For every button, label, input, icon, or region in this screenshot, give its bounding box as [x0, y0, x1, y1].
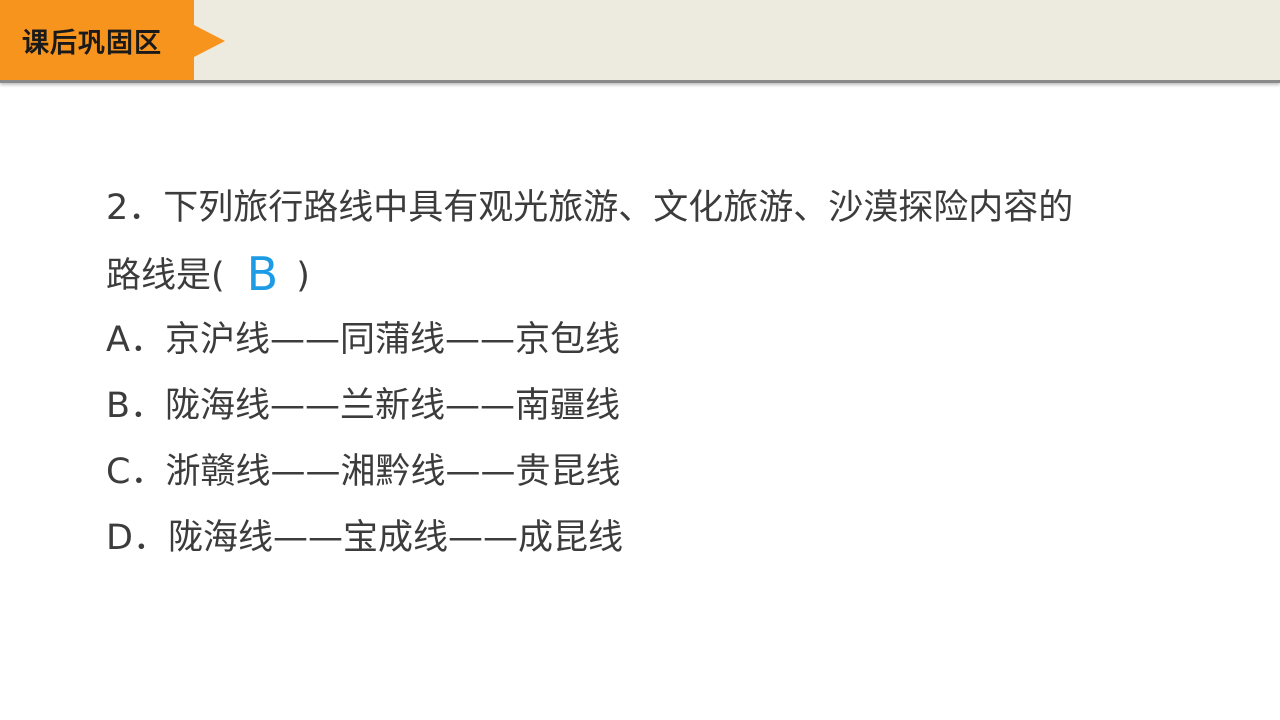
option-b: B．陇海线——兰新线——南疆线: [106, 386, 621, 426]
section-title: 课后巩固区: [22, 27, 162, 59]
option-a: A．京沪线——同蒲线——京包线: [106, 320, 620, 360]
option-d: D．陇海线——宝成线——成昆线: [106, 518, 623, 558]
section-tab: 课后巩固区: [0, 0, 194, 80]
answer-text: B: [246, 247, 279, 301]
stem-suffix: ): [296, 256, 310, 296]
tab-arrow-icon: [194, 25, 225, 57]
stem-prefix: 路线是(: [106, 256, 225, 296]
question-stem-line2: 路线是( B): [106, 244, 1206, 310]
question-block: 2．下列旅行路线中具有观光旅游、文化旅游、沙漠探险内容的 路线是( B) A．京沪…: [106, 178, 1206, 574]
option-c: C．浙赣线——湘黔线——贵昆线: [106, 452, 621, 492]
question-stem-line1: 2．下列旅行路线中具有观光旅游、文化旅游、沙漠探险内容的: [106, 188, 1074, 228]
header-bar: 课后巩固区: [0, 0, 1280, 83]
